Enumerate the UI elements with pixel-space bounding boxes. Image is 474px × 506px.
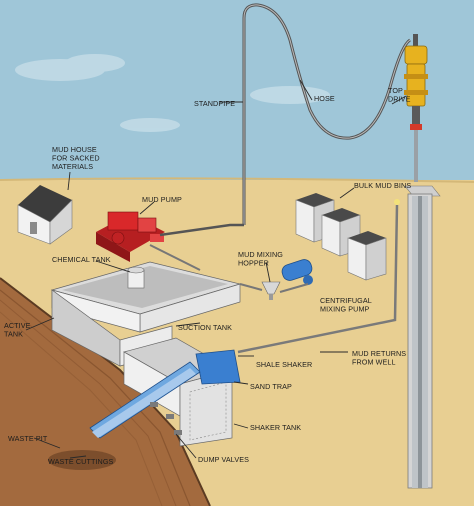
label-dump-valves: DUMP VALVES	[198, 455, 249, 464]
label-chemical-tank: CHEMICAL TANK	[52, 255, 111, 264]
label-shaker-tank: SHAKER TANK	[250, 423, 301, 432]
label-bulk-mud-bins: BULK MUD BINS	[354, 181, 411, 190]
label-mud-pump: MUD PUMP	[142, 195, 182, 204]
label-waste-cuttings: WASTE CUTTINGS	[48, 457, 114, 466]
label-shale-shaker: SHALE SHAKER	[256, 360, 312, 369]
label-standpipe: STANDPIPE	[194, 99, 235, 108]
label-sand-trap: SAND TRAP	[250, 382, 292, 391]
label-hose: HOSE	[314, 94, 335, 103]
label-waste-pit: WASTE PIT	[8, 434, 48, 443]
label-suction-tank: SUCTION TANK	[178, 323, 232, 332]
label-centrifugal-mixing-pump: CENTRIFUGAL MIXING PUMP	[320, 296, 374, 314]
